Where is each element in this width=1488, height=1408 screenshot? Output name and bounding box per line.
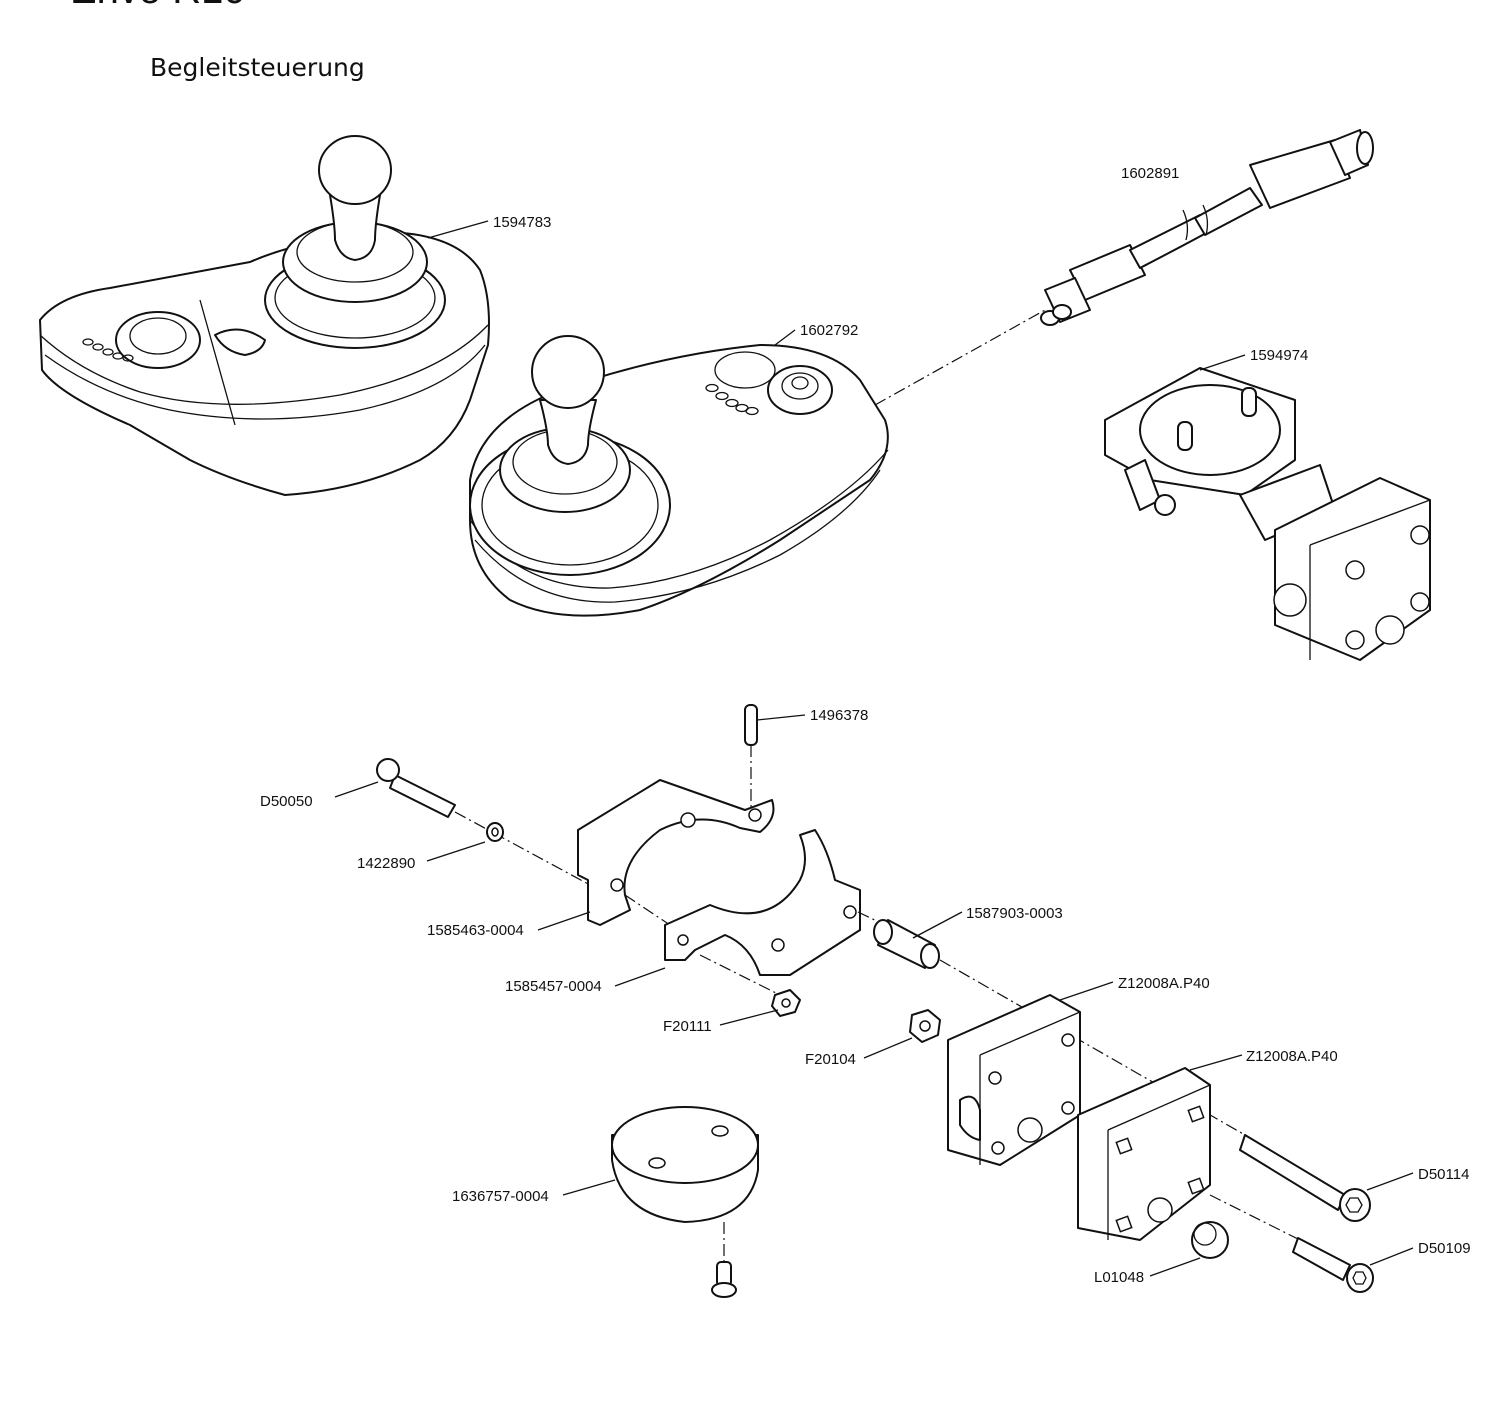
label-1594974: 1594974 — [1250, 347, 1308, 364]
leader-lines — [334, 220, 1414, 1277]
label-1496378: 1496378 — [810, 707, 868, 724]
block-Z12008A-1 — [947, 994, 1081, 1166]
clamp-half-1585463 — [577, 779, 775, 926]
plug-L01048 — [1191, 1221, 1229, 1259]
nut-F20111 — [771, 989, 801, 1017]
screw-D50114 — [1239, 1134, 1371, 1222]
cable-1602891 — [1040, 129, 1374, 326]
part-labels: 1594783 1602891 1602792 1594974 1496378 … — [260, 165, 1471, 1286]
label-1594783: 1594783 — [493, 214, 551, 231]
page-subtitle: Begleitsteuerung — [150, 53, 365, 82]
pin-1496378 — [744, 704, 758, 746]
label-D50050: D50050 — [260, 793, 313, 810]
nut-F20104 — [909, 1009, 941, 1043]
bolt-under-puck — [711, 1261, 737, 1298]
joystick-control-1594783 — [39, 135, 490, 496]
label-1585463-0004: 1585463-0004 — [427, 922, 524, 939]
label-Z12008A-2: Z12008A.P40 — [1246, 1048, 1338, 1065]
spacer-1587903 — [873, 919, 940, 969]
screw-D50109 — [1292, 1237, 1374, 1293]
label-D50114: D50114 — [1418, 1166, 1469, 1183]
label-1636757-0004: 1636757-0004 — [452, 1188, 549, 1205]
clamp-half-1585457 — [664, 829, 861, 976]
label-1602792: 1602792 — [800, 322, 858, 339]
connection-line — [874, 309, 1046, 406]
puck-1636757 — [611, 1106, 759, 1223]
mount-assembly-1594974 — [1104, 367, 1431, 661]
label-D50109: D50109 — [1418, 1240, 1471, 1257]
label-L01048: L01048 — [1094, 1269, 1144, 1286]
label-F20111: F20111 — [663, 1018, 712, 1035]
label-Z12008A-1: Z12008A.P40 — [1118, 975, 1210, 992]
label-1602891: 1602891 — [1121, 165, 1179, 182]
screw-D50050 — [376, 758, 456, 818]
label-1587903-0003: 1587903-0003 — [966, 905, 1063, 922]
page-title: Envo R10 — [70, 0, 246, 13]
block-Z12008A-2 — [1077, 1067, 1211, 1241]
joystick-control-1602792 — [469, 335, 889, 617]
label-F20104: F20104 — [805, 1051, 856, 1068]
label-1422890: 1422890 — [357, 855, 415, 872]
label-1585457-0004: 1585457-0004 — [505, 978, 602, 995]
